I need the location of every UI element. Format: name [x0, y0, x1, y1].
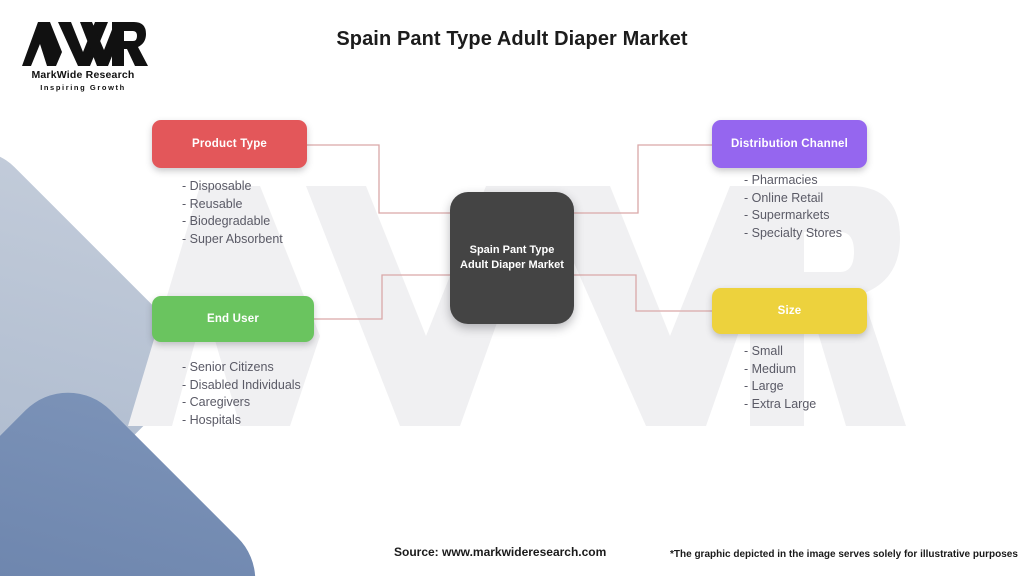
item-list-distribution-channel: - Pharmacies - Online Retail - Supermark…	[744, 172, 842, 242]
list-item: - Medium	[744, 361, 797, 376]
list-item: - Specialty Stores	[744, 225, 842, 240]
list-item: - Disabled Individuals	[182, 377, 301, 392]
list-item: - Hospitals	[182, 412, 242, 427]
list-item: - Supermarkets	[744, 208, 830, 223]
logo-tagline: Inspiring Growth	[40, 83, 126, 92]
list-item: - Senior Citizens	[182, 360, 274, 374]
footer-disclaimer: *The graphic depicted in the image serve…	[670, 549, 1018, 560]
item-list-size: - Small - Medium - Large - Extra Large	[744, 343, 816, 413]
branch-node-distribution-channel[interactable]: Distribution Channel	[712, 120, 867, 168]
center-node: Spain Pant Type Adult Diaper Market	[450, 192, 574, 324]
logo-company-name: MarkWide Research	[31, 69, 135, 81]
branch-node-product-type[interactable]: Product Type	[152, 120, 307, 168]
list-item: - Disposable	[182, 179, 252, 193]
item-list-end-user: - Senior Citizens - Disabled Individuals…	[182, 359, 301, 429]
list-item: - Caregivers	[182, 395, 251, 410]
connector-size	[572, 274, 712, 312]
connector-distribution-channel	[572, 144, 712, 214]
list-item: - Biodegradable	[182, 214, 271, 229]
connector-end-user	[314, 274, 452, 320]
branch-node-end-user[interactable]: End User	[152, 296, 314, 342]
list-item: - Extra Large	[744, 396, 817, 411]
center-node-line2: Adult Diaper Market	[460, 259, 564, 271]
list-item: - Super Absorbent	[182, 231, 283, 246]
page-title: Spain Pant Type Adult Diaper Market	[336, 28, 688, 50]
list-item: - Large	[744, 379, 784, 394]
center-node-line1: Spain Pant Type	[469, 244, 555, 256]
connector-product-type	[307, 144, 452, 214]
item-list-product-type: - Disposable - Reusable - Biodegradable …	[182, 178, 283, 248]
mwr-logo-icon	[22, 22, 148, 66]
list-item: - Small	[744, 344, 783, 358]
footer-source: Source: www.markwideresearch.com	[394, 545, 607, 559]
branch-node-size[interactable]: Size	[712, 288, 867, 334]
list-item: - Reusable	[182, 196, 243, 211]
list-item: - Pharmacies	[744, 173, 818, 187]
list-item: - Online Retail	[744, 190, 824, 205]
company-logo: MarkWide Research Inspiring Growth	[18, 20, 148, 92]
